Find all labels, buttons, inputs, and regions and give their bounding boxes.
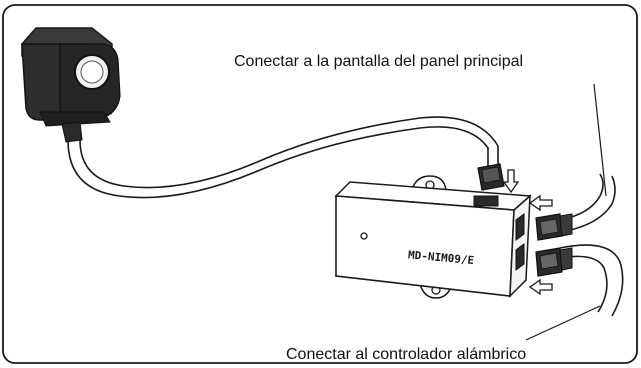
- bottom-connection-label: Conectar al controlador alámbrico: [286, 346, 526, 363]
- sensor-cable: [67, 116, 499, 199]
- receiver-sensor-icon: [21, 27, 121, 143]
- nim-module-box: [334, 175, 532, 299]
- bottom-leader-line: [525, 305, 601, 341]
- wired-controller-cable: [559, 244, 624, 317]
- top-connection-label: Conectar a la pantalla del panel princip…: [234, 53, 523, 70]
- top-leader-line: [593, 83, 607, 197]
- wired-controller-connector: [535, 247, 573, 277]
- module-model-label: MD-NIM09/E: [408, 248, 475, 267]
- arrow-left-icon: [528, 278, 553, 296]
- main-panel-connector: [535, 213, 573, 241]
- main-panel-cable: [559, 173, 616, 233]
- arrow-left-icon: [528, 194, 553, 212]
- sensor-connector-plug: [477, 163, 505, 191]
- diagram-frame: [2, 4, 638, 364]
- arrow-down-icon: [502, 169, 520, 194]
